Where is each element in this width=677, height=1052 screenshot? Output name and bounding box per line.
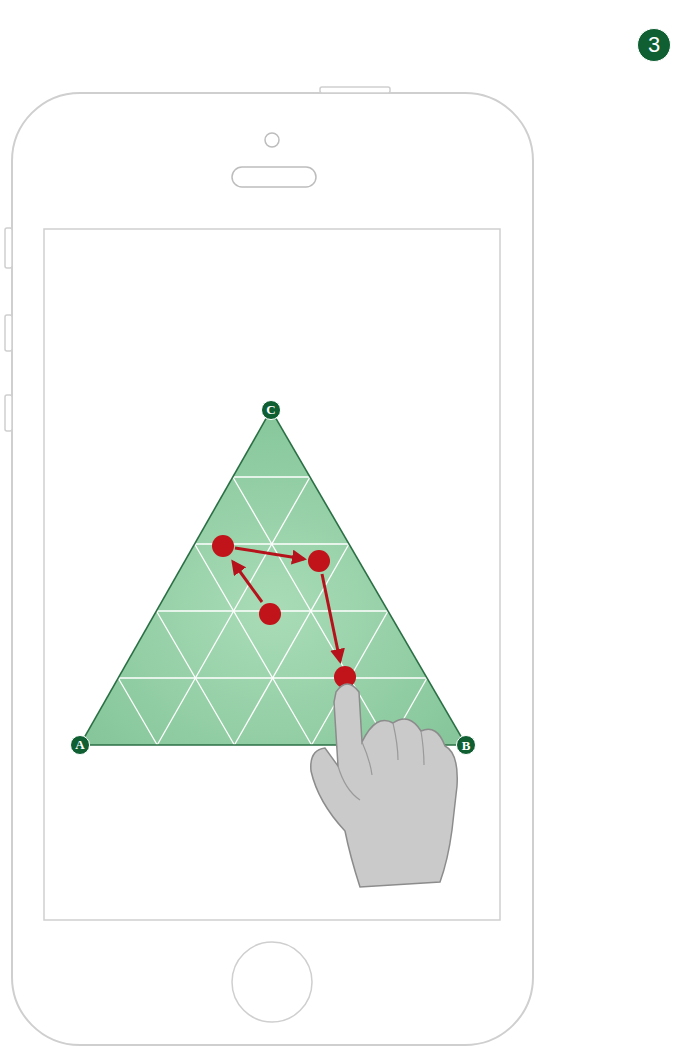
pointing-hand xyxy=(311,684,457,887)
touch-dot xyxy=(308,550,330,572)
node-circle-shape xyxy=(261,400,280,419)
vertex-label: A xyxy=(70,735,90,755)
triangle-area xyxy=(80,410,466,745)
step-number: 3 xyxy=(637,28,671,62)
path-arrow xyxy=(322,574,340,661)
grid-line xyxy=(233,476,310,477)
triangle-side xyxy=(85,419,266,737)
node-circle-shape xyxy=(70,735,89,754)
node-circle-shape xyxy=(638,29,671,62)
phone-button xyxy=(5,395,12,431)
phone-body xyxy=(12,93,533,1045)
touch-dot xyxy=(212,535,234,557)
phone-speaker xyxy=(232,167,316,187)
home-button xyxy=(232,942,312,1022)
touch-dot xyxy=(259,603,281,625)
hand-crease xyxy=(338,766,360,800)
triangle-side xyxy=(276,419,461,737)
vertex-label: B xyxy=(456,735,476,755)
phone-screen xyxy=(44,229,500,920)
grid-line xyxy=(233,477,389,745)
triangle-grid xyxy=(118,477,427,745)
node-circle-shape xyxy=(457,736,476,755)
vertex-label-text: B xyxy=(462,739,471,752)
phone-camera xyxy=(265,133,279,147)
grid-line xyxy=(234,544,349,745)
vertex-label-text: A xyxy=(75,738,84,751)
vertex-label: C xyxy=(261,400,281,420)
phone-button xyxy=(5,315,12,351)
grid-line xyxy=(118,677,427,678)
step-number-text: 3 xyxy=(648,34,660,56)
grid-line xyxy=(118,678,157,745)
vertex-label-text: C xyxy=(266,403,275,416)
grid-line xyxy=(195,544,312,745)
grid-line xyxy=(157,477,310,745)
phone-button xyxy=(5,228,12,268)
phone-button xyxy=(320,87,390,93)
path-arrow xyxy=(235,548,304,559)
path-arrow xyxy=(233,562,262,602)
touch-path xyxy=(212,535,356,688)
hand-crease xyxy=(362,723,424,775)
